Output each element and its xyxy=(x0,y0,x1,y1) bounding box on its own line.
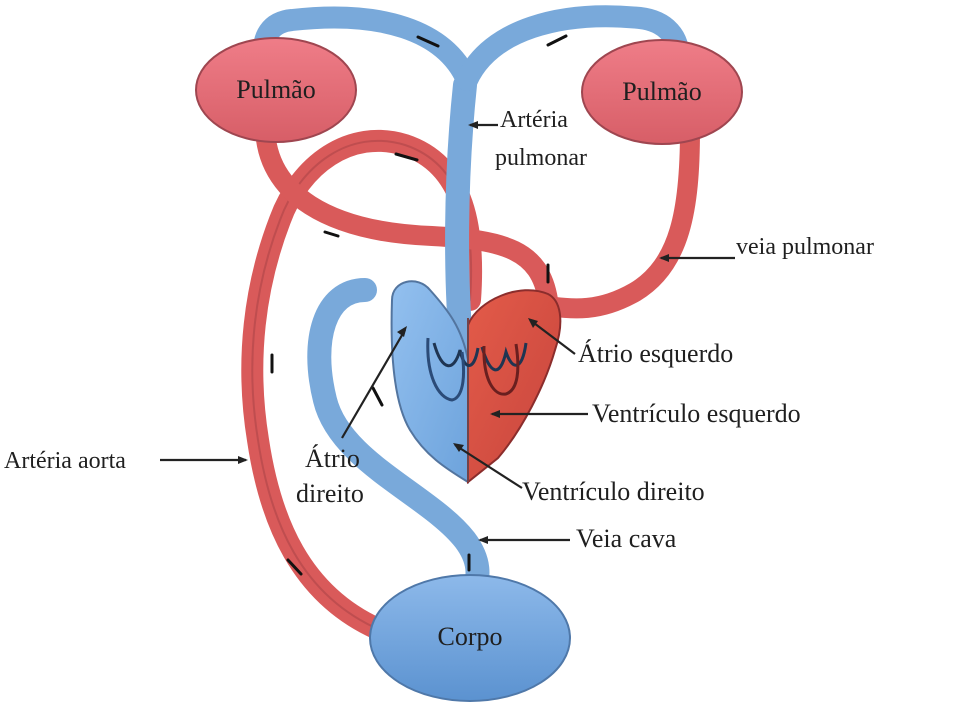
annotation-right-ventricle: Ventrículo direito xyxy=(453,443,705,506)
label-pulmonary-vein: veia pulmonar xyxy=(736,234,874,260)
label-pulmonary-artery-line2: pulmonar xyxy=(495,145,587,171)
annotation-left-ventricle: Ventrículo esquerdo xyxy=(490,399,801,428)
pulmonary-vein-left xyxy=(255,115,558,310)
label-pulmonary-artery-line1: Artéria xyxy=(500,107,568,133)
annotation-pulmonary-vein: veia pulmonar xyxy=(659,234,874,262)
oxygenated-vessels xyxy=(241,115,700,641)
label-right-atrium-line1: Átrio xyxy=(305,444,360,473)
pulmonary-artery-trunk xyxy=(445,73,477,367)
deoxygenated-vessels xyxy=(253,5,690,612)
aorta-vessel-outline xyxy=(251,139,473,631)
pulmonary-artery-left-branch xyxy=(253,6,478,91)
right-lung: Pulmão xyxy=(581,39,743,145)
left-lung-label: Pulmão xyxy=(236,75,315,104)
flow-marks xyxy=(270,34,568,576)
left-lung: Pulmão xyxy=(195,37,357,143)
right-inner-loop xyxy=(426,337,466,402)
heart xyxy=(390,280,562,485)
body-label: Corpo xyxy=(438,622,503,651)
right-valve-loop xyxy=(432,342,480,368)
body-organ: Corpo xyxy=(369,574,571,702)
annotation-pulmonary-artery: Artéria pulmonar xyxy=(468,107,587,171)
annotation-vena-cava: Veia cava xyxy=(478,524,677,553)
annotation-aorta: Artéria aorta xyxy=(4,448,248,474)
label-right-atrium-line2: direito xyxy=(296,479,364,508)
right-lung-label: Pulmão xyxy=(622,77,701,106)
label-left-atrium: Átrio esquerdo xyxy=(578,339,733,368)
label-vena-cava: Veia cava xyxy=(576,524,677,553)
left-valve-loop xyxy=(480,342,528,372)
vena-cava-vessel xyxy=(307,278,490,612)
label-right-ventricle: Ventrículo direito xyxy=(522,477,705,506)
pulmonary-artery-right-branch xyxy=(456,5,690,91)
label-aorta: Artéria aorta xyxy=(4,448,126,474)
label-left-ventricle: Ventrículo esquerdo xyxy=(592,399,801,428)
pulmonary-vein-right xyxy=(530,120,700,319)
left-inner-loop xyxy=(482,343,520,396)
annotation-left-atrium: Átrio esquerdo xyxy=(528,318,733,368)
annotation-right-atrium: Átrio direito xyxy=(296,326,407,508)
